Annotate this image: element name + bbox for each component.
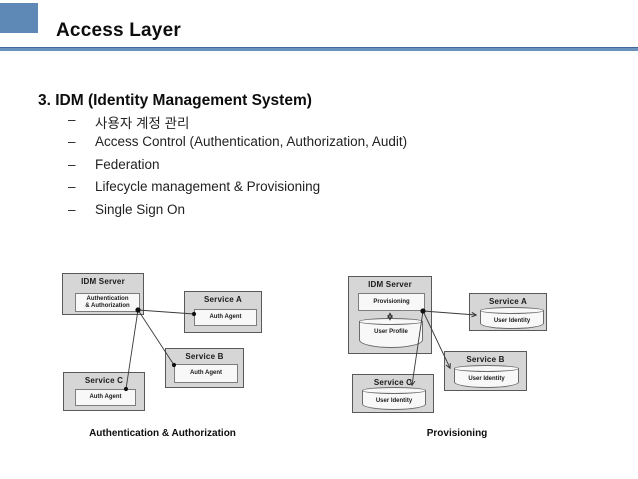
bullet-dash: – [68, 112, 76, 127]
box-title: IDM Server [368, 280, 412, 289]
database-label: User Profile [374, 329, 408, 335]
prov-idm-server-box: IDM Server Provisioning User Profile [348, 276, 432, 354]
box-title: Service C [84, 376, 124, 385]
auth-service-c-box: Service C Auth Agent [63, 372, 145, 411]
list-item: – Single Sign On [68, 202, 407, 224]
auth-diagram-caption: Authentication & Authorization [89, 428, 236, 439]
list-item: – Federation [68, 157, 407, 179]
auth-service-b-box: Service B Auth Agent [165, 348, 244, 388]
section-heading: 3. IDM (Identity Management System) [38, 92, 312, 109]
bullet-text: Access Control (Authentication, Authoriz… [95, 134, 408, 150]
auth-agent-box: Auth Agent [75, 389, 136, 406]
bullet-dash: – [68, 134, 76, 150]
auth-idm-server-box: IDM Server Authentication & Authorizatio… [62, 273, 144, 315]
box-title: Service C [373, 378, 413, 387]
auth-agent-box: Auth Agent [174, 364, 238, 383]
database-label: User Identity [375, 398, 413, 404]
box-title: IDM Server [81, 277, 125, 286]
auth-agent-box: Auth Agent [194, 309, 257, 326]
provisioning-box: Provisioning [358, 293, 425, 311]
bullet-dash: – [68, 179, 76, 195]
accent-square [0, 3, 38, 33]
bullet-text: Single Sign On [95, 201, 186, 217]
page-title: Access Layer [56, 20, 181, 41]
user-identity-database: User Identity [454, 365, 519, 388]
prov-service-a-box: Service A User Identity [469, 293, 547, 331]
bullet-text: Federation [95, 156, 160, 172]
header-divider [0, 47, 638, 51]
provisioning-diagram-caption: Provisioning [426, 428, 488, 439]
database-label: User Identity [468, 376, 505, 382]
user-identity-database: User Identity [362, 387, 426, 410]
bullet-dash: – [68, 201, 76, 217]
list-item: – 사용자 계정 관리 [68, 112, 407, 134]
database-label: User Identity [493, 318, 531, 324]
box-title: Service B [185, 352, 224, 361]
list-item: – Lifecycle management & Provisioning [68, 179, 407, 201]
prov-service-c-box: Service C User Identity [352, 374, 434, 413]
auth-component-box: Authentication & Authorization [75, 293, 140, 312]
bullet-text: Lifecycle management & Provisioning [95, 179, 321, 195]
prov-service-b-box: Service B User Identity [444, 351, 527, 391]
list-item: – Access Control (Authentication, Author… [68, 134, 407, 156]
box-title: Service A [489, 297, 527, 306]
bullet-text: 사용자 계정 관리 [95, 116, 190, 131]
box-title: Service B [466, 355, 505, 364]
user-profile-database: User Profile [359, 318, 423, 348]
box-title: Service A [204, 295, 242, 304]
auth-service-a-box: Service A Auth Agent [184, 291, 262, 333]
bullet-dash: – [68, 156, 76, 172]
bullet-list: – 사용자 계정 관리 – Access Control (Authentica… [68, 112, 407, 224]
user-identity-database: User Identity [480, 307, 544, 329]
